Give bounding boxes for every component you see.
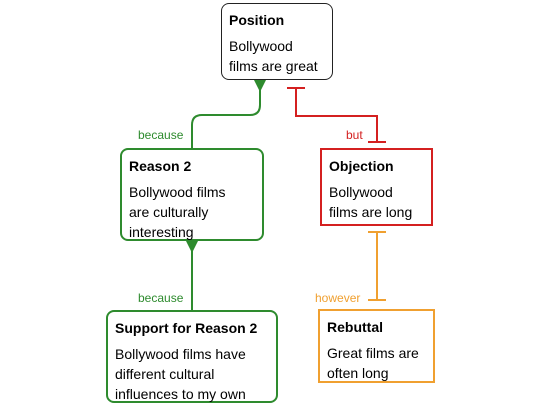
node-support-title: Support for Reason 2 xyxy=(115,320,258,336)
node-reason2-title: Reason 2 xyxy=(129,158,192,174)
node-support-line-1: Bollywood films have xyxy=(115,346,246,362)
link-position-reason2 xyxy=(191,80,261,148)
node-reason2[interactable]: Reason 2 Bollywood films are culturally … xyxy=(120,148,264,241)
node-rebuttal-line-1: Great films are xyxy=(327,345,419,361)
node-rebuttal-line-2: often long xyxy=(327,365,389,381)
link-position-reason2-head xyxy=(254,80,266,92)
label-however: however xyxy=(315,291,361,305)
label-because-2: because xyxy=(138,291,184,305)
label-but: but xyxy=(346,128,363,142)
node-support-line-3: influences to my own xyxy=(115,386,246,402)
node-position[interactable]: Position Bollywood films are great xyxy=(221,3,333,80)
node-rebuttal-title: Rebuttal xyxy=(327,319,383,335)
node-reason2-line-3: interesting xyxy=(129,224,194,240)
node-support[interactable]: Support for Reason 2 Bollywood films hav… xyxy=(106,310,278,403)
node-objection-line-2: films are long xyxy=(329,204,413,220)
node-objection-title: Objection xyxy=(329,158,394,174)
node-reason2-line-2: are culturally xyxy=(129,204,209,220)
node-position-line-1: Bollywood xyxy=(229,38,293,54)
node-support-line-2: different cultural xyxy=(115,366,215,382)
node-position-line-2: films are great xyxy=(229,58,318,74)
node-position-title: Position xyxy=(229,12,285,28)
node-objection-line-1: Bollywood xyxy=(329,184,393,200)
node-rebuttal[interactable]: Rebuttal Great films are often long xyxy=(318,309,435,383)
link-reason2-support-head xyxy=(186,241,198,253)
node-objection[interactable]: Objection Bollywood films are long xyxy=(320,148,433,226)
link-position-objection xyxy=(295,88,378,142)
node-reason2-line-1: Bollywood films xyxy=(129,184,226,200)
label-because-1: because xyxy=(138,128,184,142)
